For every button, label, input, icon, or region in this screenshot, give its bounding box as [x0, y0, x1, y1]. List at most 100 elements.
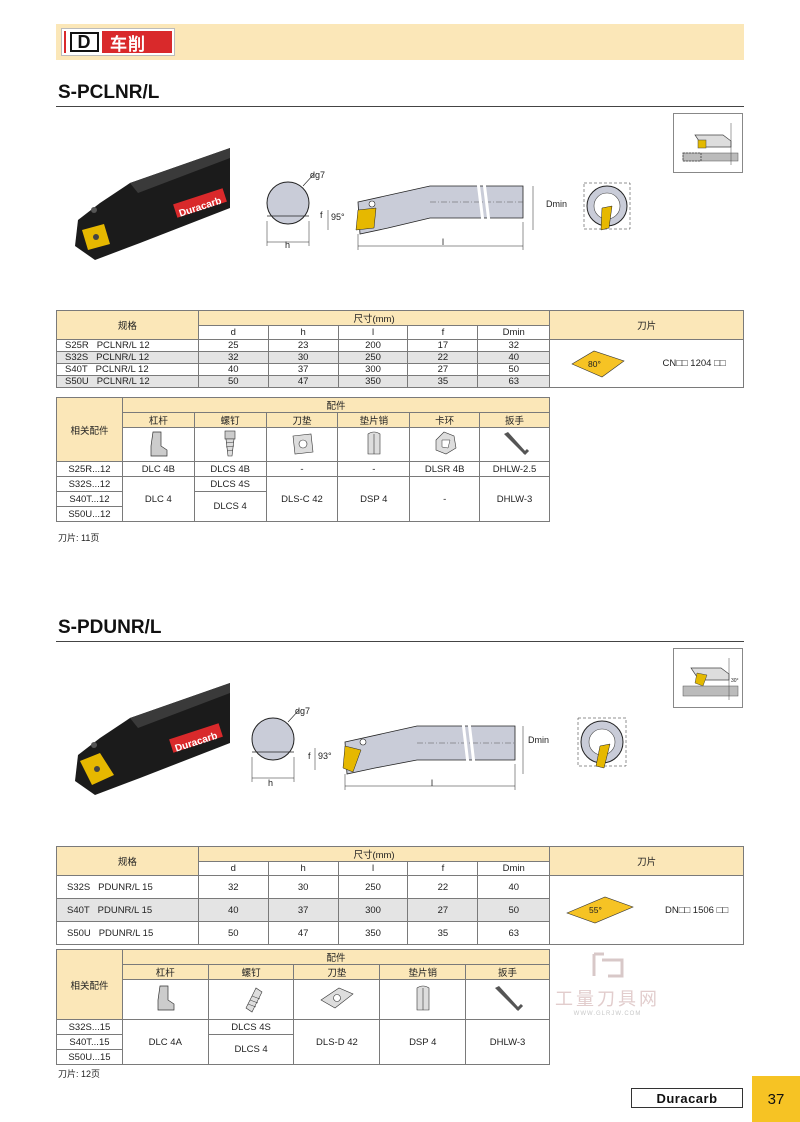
row-label: S40T...15: [56, 1034, 123, 1050]
screw-icon: [193, 427, 267, 462]
value-cell: 200: [337, 339, 409, 352]
part-cell: DLC 4: [121, 476, 195, 522]
part-cell: DLCS 4B: [193, 461, 267, 477]
part-cell: DSP 4: [379, 1019, 467, 1065]
front-view-2: [251, 709, 300, 782]
dim-l-2: l: [431, 778, 433, 788]
value-cell: 50: [477, 363, 551, 376]
dim-l-1: l: [442, 237, 444, 247]
table-row: S32S...15 DLC 4A DLCS 4S DLS-D 42 DSP 4 …: [56, 1019, 550, 1065]
row-label: S32S...12: [56, 476, 123, 492]
insert-80-icon: 80°: [570, 350, 625, 377]
value-cell: 50: [197, 375, 269, 388]
part-cell: DLC 4B: [121, 461, 195, 477]
value-cell: 40: [477, 875, 551, 899]
value-cell: 37: [267, 363, 339, 376]
end-view-1: [583, 182, 631, 231]
col-header: f: [407, 325, 479, 340]
part-col-header: 杠杆: [121, 964, 209, 980]
side-view-1: [327, 181, 534, 250]
value-cell: 47: [267, 921, 339, 945]
watermark: 工量刀具网 WWW.GLRJW.COM: [540, 950, 675, 1017]
part-cell: DLSR 4B: [409, 461, 481, 477]
spec-label: 规格: [56, 310, 199, 340]
part-cell: -: [409, 476, 481, 522]
value-cell: 40: [197, 898, 269, 922]
row-label: S40T...12: [56, 491, 123, 507]
part-cell: DLCS 4S: [193, 476, 267, 492]
row-label: S25R...12: [56, 461, 123, 477]
part-cell: DLS-D 42: [293, 1019, 381, 1065]
part-cell: DHLW-3: [465, 1019, 550, 1065]
col-header: d: [197, 325, 269, 340]
thumb-angle-2: 30°: [731, 678, 739, 684]
insert-cell: 55° DN□□ 1506 □□: [549, 875, 744, 945]
dim-dg7-1: dg7: [310, 170, 326, 180]
part-cell: DLCS 4: [207, 1034, 295, 1065]
lever-icon: [121, 427, 195, 462]
model-cell: S50U PCLNR/L 12: [56, 375, 199, 388]
value-cell: 50: [197, 921, 269, 945]
col-header: l: [337, 861, 409, 876]
table-row: S25R PCLNR/L 12 25 23 200 17 32 80° CN□□…: [56, 339, 744, 388]
dim-group-label: 尺寸(mm): [197, 846, 551, 862]
parts-group-label: 配件: [121, 949, 551, 965]
dim-h-1: h: [285, 240, 291, 250]
value-cell: 250: [337, 351, 409, 364]
dim-dmin-1: Dmin: [546, 199, 568, 209]
col-header: h: [267, 861, 339, 876]
table-row: S25R...12 DLC 4B DLCS 4B - - DLSR 4B DHL…: [56, 461, 550, 477]
tool-photo-2: Duracarb: [75, 683, 230, 795]
part-cell: DLCS 4S: [207, 1019, 295, 1035]
title-rule-2: [56, 641, 744, 642]
part-col-header: 杠杆: [121, 412, 195, 428]
parts-label: 相关配件: [56, 397, 123, 462]
part-cell: DLS-C 42: [265, 476, 339, 522]
dim-f-2: f: [308, 751, 311, 761]
col-header: f: [407, 861, 479, 876]
page-number: 37: [752, 1076, 800, 1122]
wrench-icon: [479, 427, 550, 462]
application-thumbnail-2: 30°: [673, 648, 743, 708]
value-cell: 50: [477, 898, 551, 922]
dim-h-2: h: [268, 778, 274, 788]
part-cell: DHLW-2.5: [479, 461, 550, 477]
screw-icon: [207, 979, 295, 1020]
spec-table-2: 规格 尺寸(mm) 刀片 d h l f Dmin S32S PDUNR/L 1…: [56, 846, 744, 945]
insert-label: 刀片: [549, 846, 744, 876]
table-row: S32S PDUNR/L 15 32 30 250 22 40 55° DN□□…: [56, 875, 744, 945]
d-logo-letter: D: [69, 32, 99, 52]
model-cell: S32S PDUNR/L 15: [56, 875, 199, 899]
model-cell: S25R PCLNR/L 12: [56, 339, 199, 352]
part-cell: -: [337, 461, 411, 477]
part-col-header: 刀垫: [265, 412, 339, 428]
row-label: S32S...15: [56, 1019, 123, 1035]
insert-label: 刀片: [549, 310, 744, 340]
watermark-url: WWW.GLRJW.COM: [573, 1011, 642, 1017]
shim-pin-icon: [379, 979, 467, 1020]
value-cell: 23: [267, 339, 339, 352]
shim-icon: [293, 979, 381, 1020]
value-cell: 63: [477, 921, 551, 945]
insert-page-note-2: 刀片: 12页: [58, 1069, 101, 1079]
spec-label: 规格: [56, 846, 199, 876]
value-cell: 22: [407, 875, 479, 899]
model-cell: S50U PDUNR/L 15: [56, 921, 199, 945]
part-col-header: 刀垫: [293, 964, 381, 980]
watermark-logo-icon: [592, 952, 623, 978]
part-col-header: 卡环: [409, 412, 481, 428]
footer-brand-text: Duracarb: [656, 1090, 718, 1106]
value-cell: 40: [477, 351, 551, 364]
value-cell: 32: [197, 875, 269, 899]
product-title-2: S-PDUNR/L: [58, 617, 162, 638]
shim-pin-icon: [337, 427, 411, 462]
lever-icon: [121, 979, 209, 1020]
parts-group-label: 配件: [121, 397, 551, 413]
col-header: h: [267, 325, 339, 340]
insert-code: CN□□ 1204 □□: [662, 358, 726, 369]
shim-icon: [265, 427, 339, 462]
value-cell: 300: [337, 898, 409, 922]
insert-angle: 55°: [589, 905, 602, 915]
col-header: Dmin: [477, 325, 551, 340]
col-header: l: [337, 325, 409, 340]
